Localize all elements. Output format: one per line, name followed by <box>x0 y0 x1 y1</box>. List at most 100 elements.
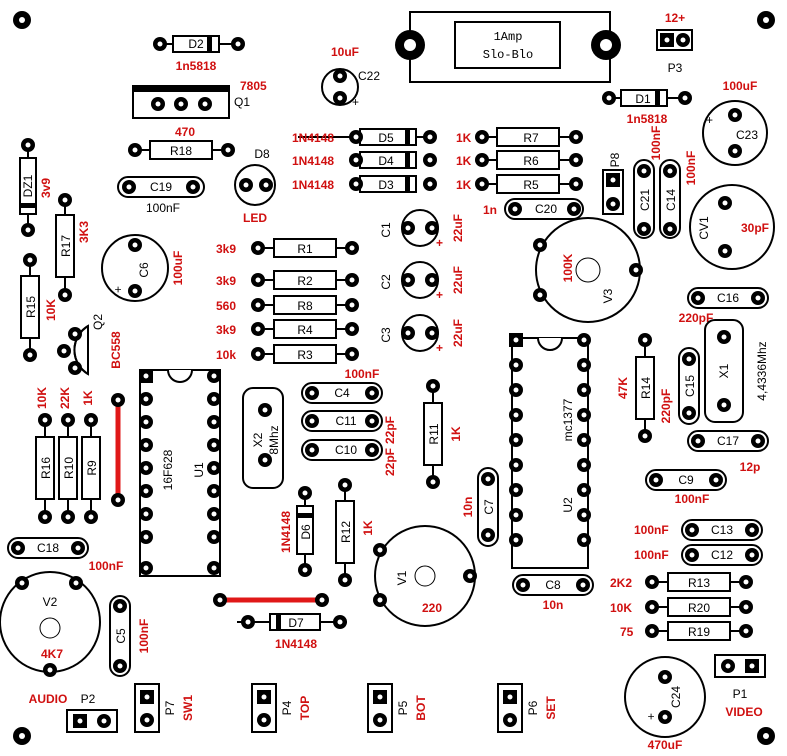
resistor-r20: 10K R20 <box>610 597 753 617</box>
r16-ref: R16 <box>39 457 53 479</box>
q2-ref: Q2 <box>91 314 105 330</box>
r20-value: 10K <box>610 601 632 615</box>
cap-c17: C17 12p <box>687 430 769 474</box>
p7-label: P7 <box>163 700 177 715</box>
r7-ref: R7 <box>523 131 539 145</box>
cap-c23: 100uF C23 + <box>702 79 768 166</box>
r18-ref: R18 <box>170 144 192 158</box>
p8-label: P8 <box>608 152 622 167</box>
wire-jumpers <box>111 393 329 607</box>
r13-value: 2K2 <box>610 576 632 590</box>
r3-ref: R3 <box>297 348 313 362</box>
cap-c8: C8 10n <box>512 574 594 612</box>
r1-value: 3k9 <box>216 242 236 256</box>
transistor-q2: Q2 BC558 <box>57 314 123 376</box>
cap-c21: C21 100nF <box>633 126 663 239</box>
u2-value: mc1377 <box>561 398 575 441</box>
c2-plus: + <box>436 288 443 302</box>
r7-value: 1K <box>456 131 472 145</box>
c20-value: 1n <box>483 203 497 217</box>
resistor-r17: R17 3K3 <box>55 193 91 302</box>
c16-value: 220pF <box>679 311 714 325</box>
d6-value: 1N4148 <box>279 511 293 553</box>
r2-ref: R2 <box>297 274 313 288</box>
c9-value: 100nF <box>675 492 710 506</box>
set-label: SET <box>544 696 558 720</box>
p6-label: P6 <box>526 700 540 715</box>
r15-value: 10K <box>44 299 58 321</box>
c3-plus: + <box>436 341 443 355</box>
c1-ref: C1 <box>379 222 393 238</box>
r5-ref: R5 <box>523 178 539 192</box>
c23-plus: + <box>706 113 713 127</box>
diode-d7: D7 1N4148 <box>237 613 347 651</box>
cap-c22: 10uF C22 + <box>321 45 380 109</box>
v1-value: 220 <box>422 601 442 615</box>
c23-ref: C23 <box>736 128 758 142</box>
c5-value: 100nF <box>137 619 151 654</box>
cap-c11: C11 22pF <box>301 410 397 444</box>
resistor-r10: R10 22K <box>58 387 78 524</box>
x2-value: 8Mhz <box>267 425 281 454</box>
r19-value: 75 <box>620 625 634 639</box>
v1-ref: V1 <box>395 570 409 585</box>
r11-value: 1K <box>449 426 463 442</box>
power-label: 12+ <box>665 11 685 25</box>
header-p1: P1 VIDEO <box>714 654 766 719</box>
c10-ref: C10 <box>335 443 357 457</box>
header-p8: P8 <box>602 152 624 215</box>
fuse-label-line1: 1Amp <box>494 30 523 44</box>
sw1-label: SW1 <box>181 695 195 721</box>
c1-plus: + <box>436 236 443 250</box>
q1-ref: Q1 <box>234 95 250 109</box>
q1-value: 7805 <box>240 79 267 93</box>
top-label: TOP <box>298 696 312 720</box>
c7-value: 10n <box>461 497 475 518</box>
r4-value: 3k9 <box>216 323 236 337</box>
c22-plus: + <box>352 95 359 109</box>
audio-label: AUDIO <box>29 692 68 706</box>
cap-c4: C4 100nF <box>301 367 383 404</box>
led-d8: D8 LED <box>234 147 276 225</box>
r8-ref: R8 <box>297 299 313 313</box>
c15-ref: C15 <box>683 375 697 397</box>
pot-v2: V2 4K7 <box>0 571 101 677</box>
cap-c6: C6 + 100uF <box>101 234 185 302</box>
c18-value: 100nF <box>89 559 124 573</box>
resistor-r6: 1K R6 <box>456 150 583 170</box>
c15-value: 220pF <box>659 389 673 424</box>
crystal-x1: X1 4,4336Mhz <box>704 319 769 423</box>
cap-c2: C2 + 22uF <box>379 261 465 302</box>
x1-ref: X1 <box>717 363 731 378</box>
q2-value: BC558 <box>109 331 123 369</box>
p1-label: P1 <box>733 687 748 701</box>
p4-label: P4 <box>280 700 294 715</box>
r9-ref: R9 <box>85 460 99 476</box>
c19-value: 100nF <box>146 201 180 215</box>
dz1-ref: DZ1 <box>21 174 35 197</box>
r1-ref: R1 <box>297 242 313 256</box>
c12-value: 100nF <box>634 548 669 562</box>
r3-value: 10k <box>216 348 236 362</box>
d3-ref: D3 <box>378 178 394 192</box>
cap-c13: C13 100nF <box>634 519 763 541</box>
c4-ref: C4 <box>334 386 350 400</box>
c24-value: 470uF <box>648 738 683 752</box>
cap-c20: C20 1n <box>483 198 584 220</box>
r6-value: 1K <box>456 154 472 168</box>
c8-ref: C8 <box>545 578 561 592</box>
cap-c18: C18 100nF <box>7 537 124 573</box>
r11-ref: R11 <box>427 423 441 444</box>
video-label: VIDEO <box>725 705 762 719</box>
diode-d4: 1N4148 D4 <box>292 151 437 169</box>
resistor-r7: 1K R7 <box>456 127 583 147</box>
cap-c3: C3 + 22uF <box>379 314 465 355</box>
c13-value: 100nF <box>634 523 669 537</box>
c14-value: 100nF <box>684 151 698 186</box>
c24-plus: + <box>644 713 658 720</box>
r4-ref: R4 <box>297 323 313 337</box>
resistor-r19: 75 R19 <box>620 621 753 641</box>
r12-value: 1K <box>361 520 375 536</box>
cap-c15: C15 220pF <box>659 347 700 425</box>
d3-value: 1N4148 <box>292 178 334 192</box>
